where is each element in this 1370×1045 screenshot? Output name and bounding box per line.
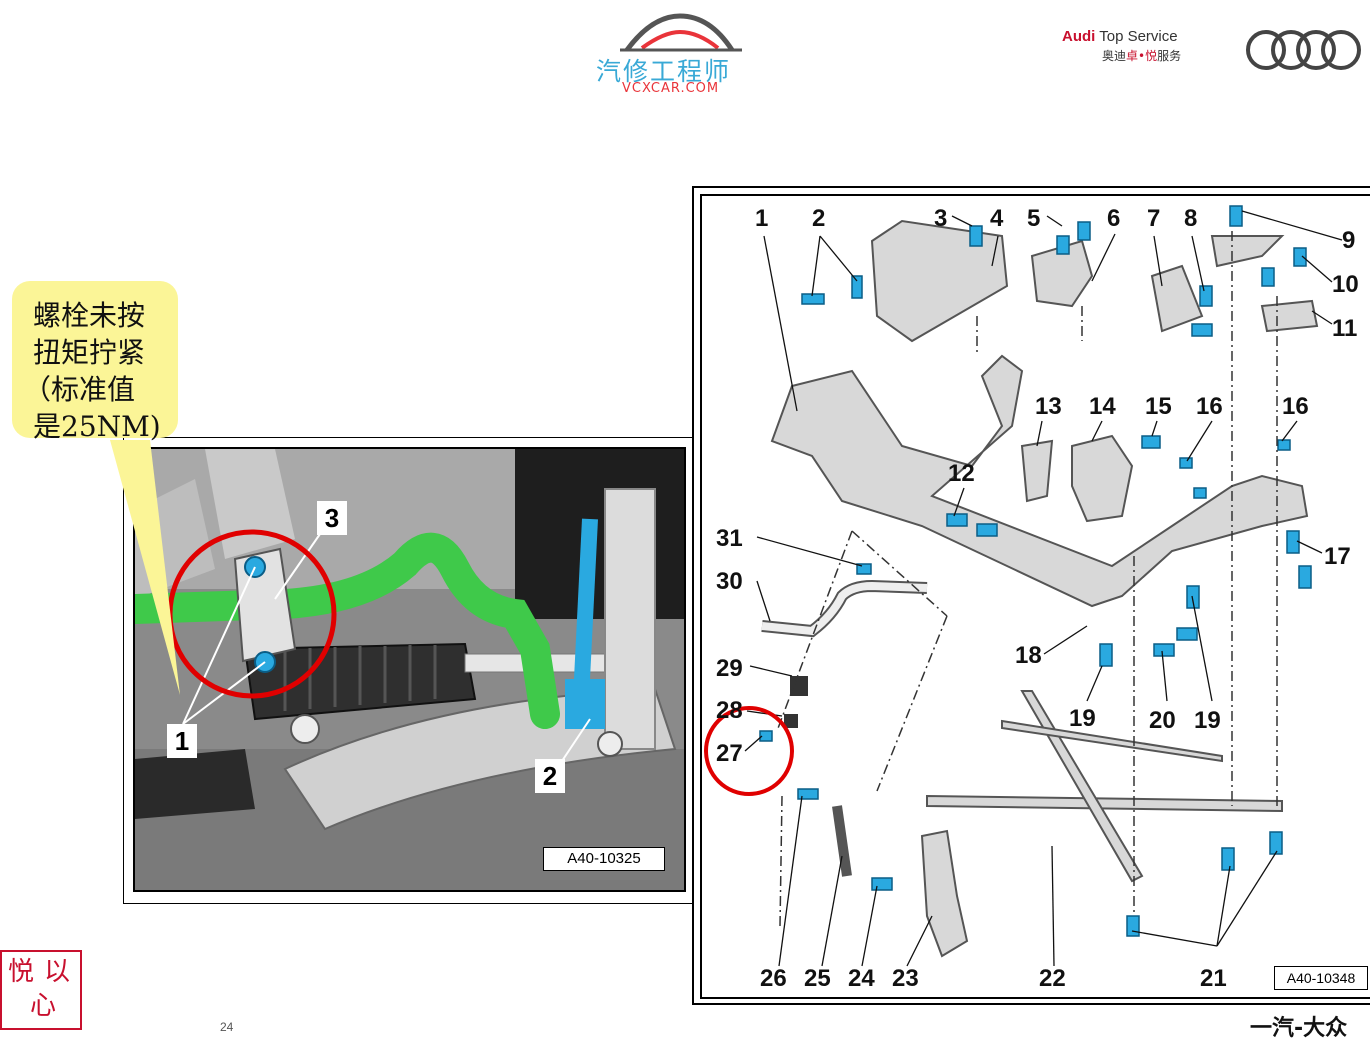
wheel-bearing-housing bbox=[920, 829, 969, 958]
watermark-logo: 汽修工程师 VCXCAR.COM bbox=[592, 10, 762, 100]
callout-line1: 螺栓未按 bbox=[33, 299, 146, 332]
part-19-right: 19 bbox=[1194, 707, 1221, 734]
part-14: 14 bbox=[1089, 393, 1116, 420]
engine-mount bbox=[1071, 434, 1134, 523]
part-1: 1 bbox=[755, 205, 768, 232]
part-7: 7 bbox=[1147, 205, 1160, 232]
subframe-exploded-diagram: 1 2 3 4 5 6 7 8 9 10 11 13 14 15 16 16 1… bbox=[704, 205, 1359, 992]
watermark-title: 汽修工程师 bbox=[596, 57, 732, 86]
engine-bay-illustration bbox=[135, 449, 684, 890]
callout-pointer bbox=[110, 440, 180, 695]
part-2: 2 bbox=[812, 205, 825, 232]
part-16-left: 16 bbox=[1196, 393, 1223, 420]
photo-label-1: 1 bbox=[167, 724, 197, 758]
diagonal-brace bbox=[1020, 690, 1144, 883]
seal-char-a: 以 bbox=[44, 957, 71, 987]
part-4: 4 bbox=[990, 205, 1004, 232]
part-21: 21 bbox=[1200, 965, 1227, 992]
highlight-circle-diagram bbox=[704, 706, 794, 796]
diagram-panel: 1 2 3 4 5 6 7 8 9 10 11 13 14 15 16 16 1… bbox=[700, 194, 1370, 999]
part-13: 13 bbox=[1035, 393, 1062, 420]
audi-service-line1: Audi Top Service bbox=[1062, 28, 1222, 45]
part-22: 22 bbox=[1039, 965, 1066, 992]
part-9: 9 bbox=[1342, 227, 1355, 254]
part-27: 27 bbox=[716, 740, 743, 767]
callout-line2: 扭矩拧紧 bbox=[33, 336, 146, 369]
part-17: 17 bbox=[1324, 543, 1351, 570]
callout-text: 螺栓未按 扭矩拧紧 （标准值 是25NM) bbox=[23, 297, 193, 445]
part-29: 29 bbox=[716, 655, 743, 682]
audi-cn-e: 服务 bbox=[1157, 49, 1182, 63]
audi-rings-icon bbox=[1246, 30, 1361, 70]
bracket-11 bbox=[1260, 299, 1319, 333]
part-24: 24 bbox=[848, 965, 875, 992]
part-25: 25 bbox=[804, 965, 831, 992]
part-15: 15 bbox=[1145, 393, 1172, 420]
part-5: 5 bbox=[1027, 205, 1040, 232]
faw-vw-brand: 一汽-大众 bbox=[1250, 1016, 1348, 1041]
diagram-coupling-rod bbox=[832, 805, 852, 877]
part-number-labels: 1 2 3 4 5 6 7 8 9 10 11 13 14 15 16 16 1… bbox=[716, 205, 1359, 992]
part-30: 30 bbox=[716, 568, 743, 595]
diagram-ref-number: A40-10348 bbox=[1274, 966, 1368, 990]
stabilizer-bar bbox=[135, 532, 560, 729]
part-8: 8 bbox=[1184, 205, 1197, 232]
audi-service-text: Top Service bbox=[1099, 28, 1178, 45]
callout-box bbox=[12, 281, 178, 438]
audi-brand: Audi bbox=[1062, 28, 1096, 45]
part-31: 31 bbox=[716, 525, 743, 552]
part-26: 26 bbox=[760, 965, 787, 992]
audi-service-line2: 奥迪卓•悦服务 bbox=[1102, 47, 1222, 64]
page-number: 24 bbox=[220, 1020, 234, 1034]
part-18: 18 bbox=[1015, 642, 1042, 669]
part-19-left: 19 bbox=[1069, 705, 1096, 732]
photo-label-3: 3 bbox=[317, 501, 347, 535]
bracket-right-top bbox=[1150, 264, 1204, 333]
seal-char-b: 悦 bbox=[8, 957, 35, 987]
part-28: 28 bbox=[716, 697, 743, 724]
callout-line3: （标准值 bbox=[23, 373, 136, 406]
audi-cn-a: 奥迪 bbox=[1102, 49, 1127, 63]
car-logo-icon bbox=[620, 13, 742, 52]
audi-cn-d: 悦 bbox=[1145, 49, 1158, 63]
heat-shield-left bbox=[870, 219, 1009, 343]
part-16-right: 16 bbox=[1282, 393, 1309, 420]
mount-bracket-13 bbox=[1020, 439, 1054, 503]
part-20: 20 bbox=[1149, 707, 1176, 734]
callout-line4: 是25NM) bbox=[33, 410, 161, 443]
seal-char-c: 心 bbox=[30, 991, 57, 1021]
bracket-9 bbox=[1210, 235, 1285, 268]
part-23: 23 bbox=[892, 965, 919, 992]
photo-ref-number: A40-10325 bbox=[543, 847, 665, 871]
photo-label-2: 2 bbox=[535, 759, 565, 793]
part-11: 11 bbox=[1332, 315, 1357, 342]
part-6: 6 bbox=[1107, 205, 1120, 232]
cross-brace bbox=[926, 794, 1283, 813]
audi-cn-c: • bbox=[1138, 49, 1146, 63]
photo-panel: 3 1 2 A40-10325 bbox=[133, 447, 686, 892]
audi-cn-b: 卓 bbox=[1126, 49, 1139, 63]
diagonal-brace-2 bbox=[1001, 719, 1223, 763]
part-3: 3 bbox=[934, 205, 947, 232]
part-10: 10 bbox=[1332, 271, 1359, 298]
watermark-url: VCXCAR.COM bbox=[622, 81, 720, 96]
part-12: 12 bbox=[948, 460, 975, 487]
audi-service-logo: Audi Top Service 奥迪卓•悦服务 bbox=[1062, 28, 1222, 68]
heat-shield-mid bbox=[1030, 239, 1094, 308]
seal-stamp: 以 悦 心 bbox=[0, 950, 82, 1030]
